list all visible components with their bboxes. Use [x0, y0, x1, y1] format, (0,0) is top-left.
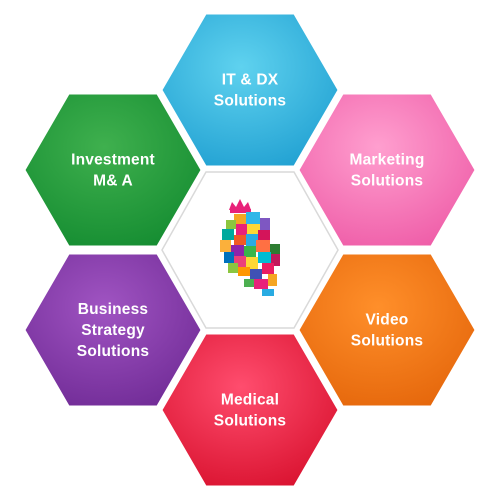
hexagon-marketing-label-line: Solutions	[351, 173, 423, 190]
hexagon-video-shape[interactable]	[298, 253, 476, 407]
hexagon-it-dx-label-line: IT & DX	[222, 72, 279, 89]
hexagon-medical-shape[interactable]	[161, 333, 339, 487]
hexagon-investment-label: Investment M& A	[71, 152, 155, 190]
hexagon-investment[interactable]: Investment M& A	[24, 93, 202, 247]
hexagon-medical-label-line: Solutions	[214, 413, 286, 430]
hexagon-marketing-label-line: Marketing	[349, 152, 424, 169]
hexagon-investment-label-line: M& A	[93, 173, 133, 190]
hexagon-business-strategy-label-line: Business	[78, 301, 149, 318]
hexagon-investment-shape[interactable]	[24, 93, 202, 247]
puzzle-map-logo-icon	[220, 199, 280, 296]
hexagon-video-label-line: Solutions	[351, 333, 423, 350]
center-hexagon	[161, 171, 339, 329]
hexagon-video-label-line: Video	[366, 312, 409, 329]
hexagon-it-dx-label: IT & DX Solutions	[214, 72, 286, 110]
hexagon-marketing-shape[interactable]	[298, 93, 476, 247]
hexagon-it-dx[interactable]: IT & DX Solutions	[161, 13, 339, 167]
hexagon-business-strategy-label-line: Strategy	[81, 322, 145, 339]
hexagon-it-dx-shape[interactable]	[161, 13, 339, 167]
hexagon-investment-label-line: Investment	[71, 152, 155, 169]
hexagon-medical-label-line: Medical	[221, 392, 279, 409]
hexagon-business-strategy-label-line: Solutions	[77, 343, 149, 360]
hexagon-it-dx-label-line: Solutions	[214, 93, 286, 110]
hexagon-business-strategy-shape[interactable]	[24, 253, 202, 407]
